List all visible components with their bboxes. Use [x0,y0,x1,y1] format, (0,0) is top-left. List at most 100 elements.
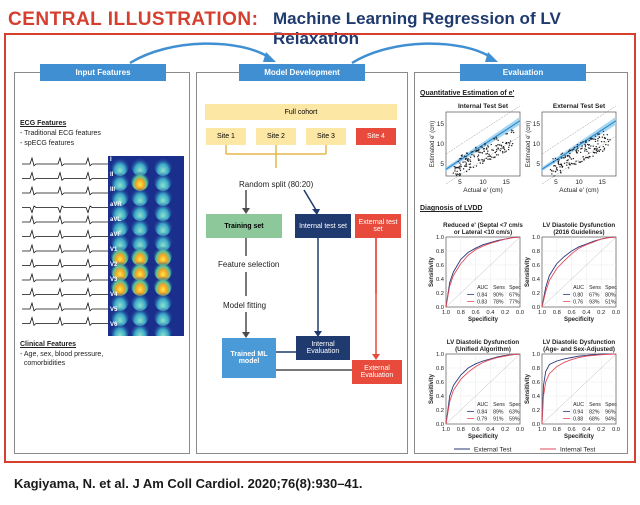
scatter-point [594,135,597,137]
external-roc-curve [445,353,521,425]
x-tick-label: 15 [503,179,511,186]
scatter-point [583,158,585,160]
y-tick-label: 1.0 [532,235,540,241]
x-tick-label: 0.6 [472,427,480,433]
scatter-point [469,159,471,161]
roc-table-header: Spec [605,285,617,291]
scatter-point [607,140,610,143]
y-tick-label: 0.0 [532,305,540,311]
scatter-point [512,131,515,134]
internal-evaluation-box: Internal Evaluation [296,336,350,360]
x-tick-label: 0.8 [457,310,465,316]
x-tick-label: 0.4 [486,427,495,433]
scatter-point [496,138,498,140]
scatter-point [480,146,482,148]
scatter-point [585,148,587,151]
roc-title: LV Diastolic Dysfunction [543,222,616,229]
lead-label: I [110,157,112,163]
scatter-point [505,133,507,135]
scatter-point [452,172,455,174]
scatter-point [466,152,469,154]
scatter-point [587,157,590,159]
scatter-point [564,156,567,158]
training-set-box: Training set [206,214,282,238]
y-tick-label: 5 [536,161,540,168]
y-tick-label: 0.0 [436,305,444,311]
scatter-point [594,138,597,141]
scatter-point [463,155,466,157]
x-tick-label: 10 [479,179,487,186]
scatter-point [569,163,571,166]
scatter-point [459,158,461,160]
scatter-point [575,160,577,162]
scatter-point [575,163,577,165]
scatter-point [477,154,480,156]
scatter-point [469,156,472,159]
site-1-box: Site 1 [206,128,246,145]
roc-chart: Reduced e' (Septal <7 cm/sor Lateral <10… [429,222,524,323]
y-tick-label: 15 [437,121,445,128]
scatter-point [455,174,458,177]
scatter-point [561,152,564,154]
y-tick-label: 0.4 [532,277,541,283]
internal-test-set-box: Internal test set [295,214,351,238]
y-tick-label: 0.4 [436,277,445,283]
scatter-point [487,150,489,152]
scatter-point [588,144,590,146]
roc-table-header: Spec [509,402,521,408]
scatter-point [473,156,476,158]
scatter-point [485,153,487,155]
scatter-point [477,151,479,153]
scatter-point [573,163,576,165]
scatter-point [498,144,501,146]
x-axis-label: Specificity [468,434,499,440]
y-tick-label: 10 [533,141,541,148]
scatter-point [580,148,582,150]
roc-table-value: 0.80 [573,293,583,299]
scatter-point [575,150,578,153]
scatter-point [570,158,573,160]
scatter-point [559,169,562,172]
x-axis-label: Specificity [564,317,595,323]
roc-table-value: 67% [509,293,520,299]
chance-line [541,353,617,425]
scatter-point [486,152,489,155]
external-evaluation-box: External Evaluation [352,360,402,384]
scatter-point [497,147,499,149]
scatter-point [483,160,485,162]
scatter-point [589,155,591,158]
roc-table-header: AUC [573,285,584,291]
scatter-point [479,151,481,154]
scatter-title: Internal Test Set [458,103,509,110]
y-tick-label: 0.2 [532,408,540,414]
spectral-blob [131,319,149,336]
scatter-point [595,146,597,148]
input-features-tab: Input Features [40,64,166,81]
scatter-point [582,141,584,143]
scatter-point [465,162,468,164]
arc-model-to-eval [351,42,493,65]
scatter-point [558,159,560,161]
scatter-point [454,170,456,172]
scatter-point [593,152,595,154]
roc-table-header: Sens [493,402,505,408]
roc-table-value: 0.94 [573,410,583,416]
scatter-point [569,152,571,155]
ecg-trace [22,171,108,182]
scatter-point [490,158,492,160]
roc-table-header: AUC [573,402,584,408]
x-tick-label: 10 [575,179,583,186]
y-tick-label: 0.8 [436,249,444,255]
scatter-point [467,158,470,160]
roc-table-value: 68% [589,417,600,423]
scatter-point [557,162,560,165]
roc-title: (2016 Guidelines) [553,229,604,236]
ecg-trace [22,214,108,225]
scatter-point [597,133,599,135]
scatter-point [469,166,472,169]
scatter-point [599,148,602,151]
scatter-point [481,152,484,154]
x-axis-label: Specificity [468,317,499,323]
scatter-point [602,130,605,133]
scatter-point [503,148,506,151]
